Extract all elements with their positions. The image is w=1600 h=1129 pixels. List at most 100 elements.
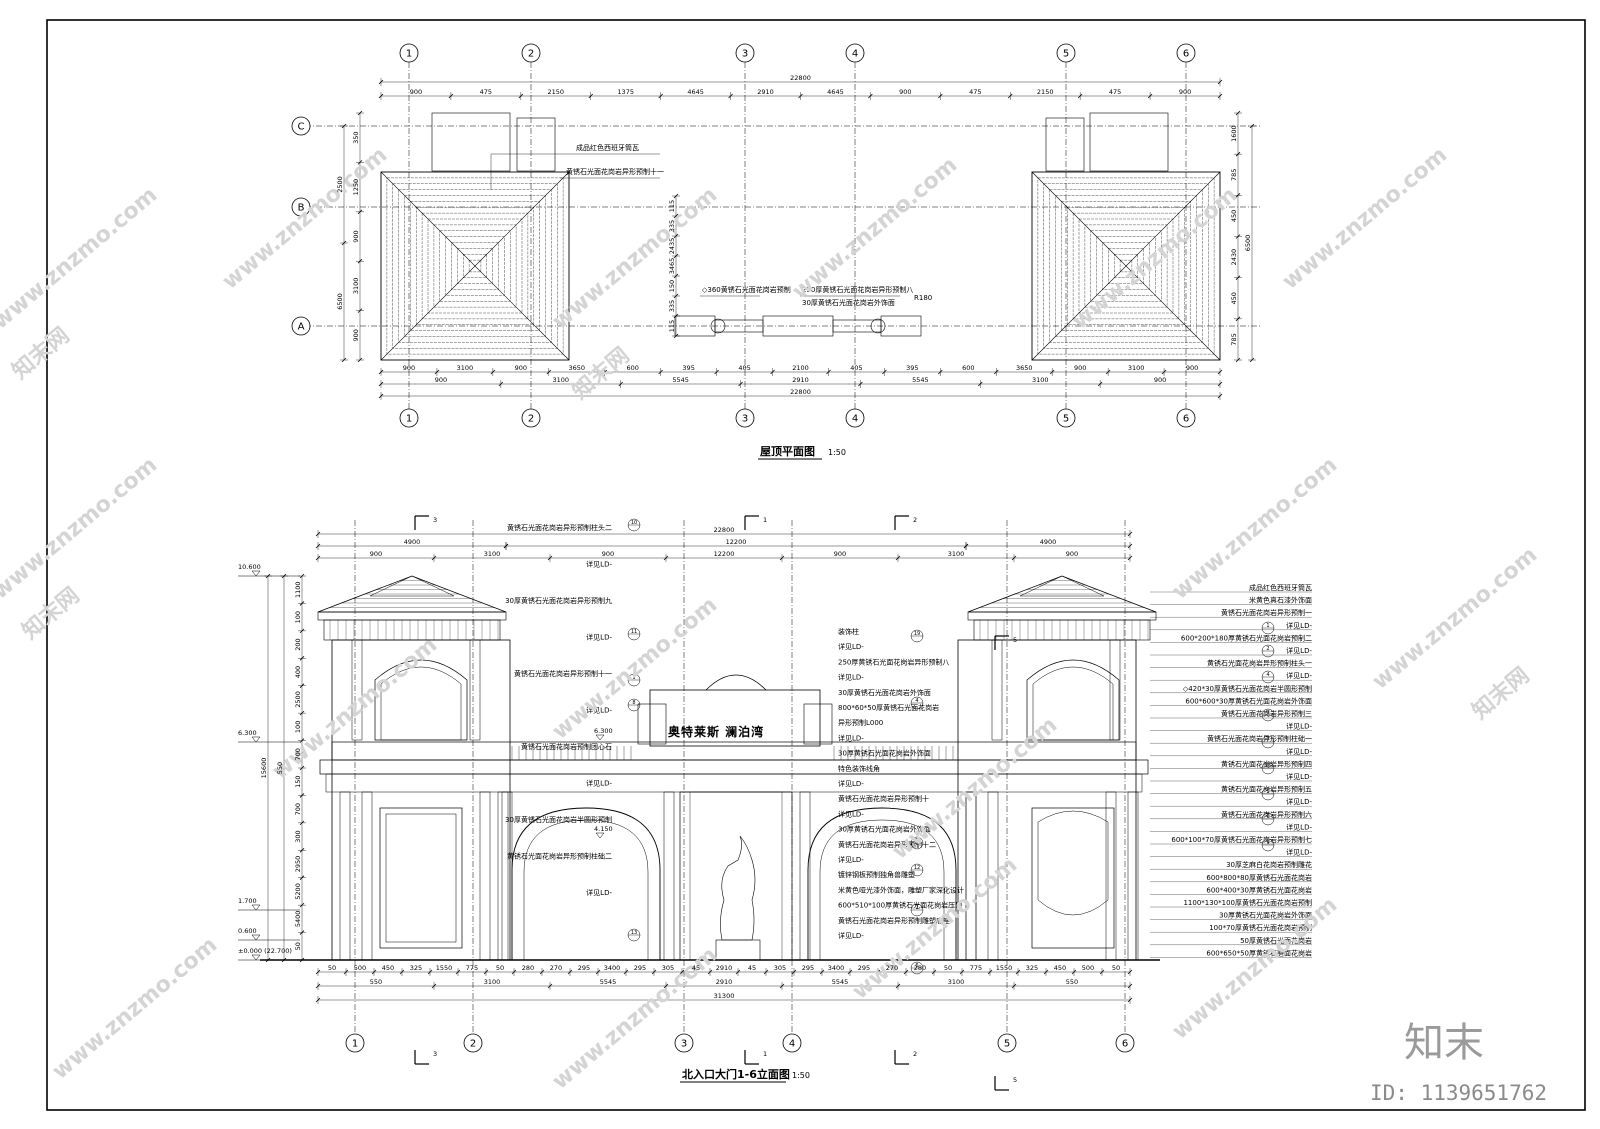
elevation-note: 详见LD- (838, 733, 864, 742)
elevation-note: 600*510*100厚黄锈石光面花岗岩压顶 (838, 901, 962, 910)
dim-text: 325 (1026, 964, 1038, 972)
elevation-note: 详见LD- (838, 931, 864, 940)
grid-axis-label: 6 (1122, 1039, 1128, 1050)
dim-text: 1250 (352, 179, 360, 196)
watermark-text: www.znzmo.com (548, 593, 722, 745)
dim-text: 785 (1230, 169, 1238, 181)
section-mark: 5 (1013, 636, 1017, 644)
section-mark: 5 (1013, 1076, 1017, 1084)
dim-text: 50 (1112, 964, 1120, 972)
elevation-note: 黄锈石光面花岗岩异形预制三 (1221, 709, 1312, 718)
grid-axis-label: 4 (852, 49, 858, 60)
elevation-note: 黄锈石光面花岗岩异形预制柱础一 (1207, 734, 1312, 743)
dim-text: 5200 (294, 883, 302, 900)
roof-plan-grid-bottom-3: 3 (735, 408, 755, 428)
dim-text: 2435 (668, 238, 676, 255)
dim-text: 270 (550, 964, 562, 972)
dim-text: 50 (496, 964, 504, 972)
watermark-text: www.znzmo.com (548, 183, 722, 335)
level-mark: 0.600 (238, 927, 257, 935)
dim-text: 280 (522, 964, 534, 972)
elevation-note: 600*400*30厚黄锈石光面花岗岩 (1206, 885, 1312, 894)
watermark-text: www.znzmo.com (0, 183, 162, 335)
section-mark: 2 (913, 516, 917, 524)
dim-text: 45 (692, 964, 700, 972)
ref-tag: 1 (632, 675, 635, 681)
roof-plan-grid-bottom-4: 4 (845, 408, 865, 428)
elevation-note: 详见LD- (1286, 848, 1312, 857)
elevation-note: 黄锈石光面花岗岩异形预制雕塑底座 (838, 916, 950, 925)
grid-axis-label: 1 (406, 414, 412, 425)
watermark-text: www.znzmo.com (788, 153, 962, 305)
brand-logo: 知末 (1404, 1020, 1484, 1066)
dim-text: 115 (668, 200, 676, 212)
roof-plan-grid-bottom-6: 6 (1176, 408, 1196, 428)
roof-plan-note: ◇360黄锈石光面花岗岩预制 (702, 285, 791, 294)
elevation-note: 详见LD- (838, 855, 864, 864)
dim-text: 280 (914, 964, 926, 972)
elevation-note: 详见LD- (586, 888, 612, 897)
elevation-title: 北入口大门1-6立面图 (682, 1067, 790, 1081)
dim-text: 700 (294, 803, 302, 815)
dim-text: 1100 (294, 581, 302, 598)
elevation-note: 黄锈石光面花岗岩预制团心石 (521, 742, 612, 751)
ref-tag: 1 (1266, 623, 1269, 629)
dim-text: 1600 (1230, 125, 1238, 142)
roof-plan-note: 250厚黄锈石光面花岗岩异形预制八 (802, 285, 913, 294)
dim-text: 450 (1054, 964, 1066, 972)
elevation-note: 1100*130*100厚黄锈石光面花岗岩预制 (1183, 898, 1312, 907)
dim-text: 475 (969, 88, 981, 96)
elevation-note: 米黄色哑光漆外饰面，雕塑厂家深化设计 (838, 885, 964, 894)
grid-axis-label: B (298, 203, 305, 214)
ref-tag: 5 (1266, 789, 1269, 795)
elevation-note: 装饰柱 (838, 627, 859, 636)
dim-text: 2910 (757, 88, 774, 96)
dim-text: 900 (435, 376, 447, 384)
dim-text: 295 (858, 964, 870, 972)
elevation-note: 特色装饰线角 (838, 764, 880, 773)
elevation-note: 成品红色西班牙筒瓦 (1249, 583, 1312, 592)
dim-text: 450 (382, 964, 394, 972)
grid-axis-label: 2 (528, 49, 534, 60)
elevation-note: 详见LD- (838, 642, 864, 651)
elevation-note: 详见LD- (1286, 822, 1312, 831)
grid-axis-label: 2 (470, 1039, 476, 1050)
elevation-note: 黄锈石光面花岗岩异形预制柱头一 (1207, 659, 1312, 668)
dim-text: 900 (515, 364, 527, 372)
elevation-note: 黄锈石光面花岗岩异形预制柱头二 (507, 523, 612, 532)
level-mark: 6.300 (594, 727, 613, 735)
grid-axis-label: 4 (852, 414, 858, 425)
image-id-label: ID: 1139651762 (1370, 1081, 1547, 1105)
ref-tag: 13 (631, 930, 637, 936)
dim-text: 6500 (336, 293, 344, 310)
grid-axis-label: A (298, 322, 305, 333)
dim-text: 550 (370, 978, 382, 986)
dim-text: 785 (1230, 333, 1238, 345)
roof-plan-grid-top-3: 3 (735, 43, 755, 63)
elevation-grid-6: 6 (1115, 1033, 1135, 1053)
roof-plan-grid-top-6: 6 (1176, 43, 1196, 63)
elevation-note: 详见LD- (586, 560, 612, 569)
dim-text: 50 (328, 964, 336, 972)
dim-text: 900 (410, 88, 422, 96)
elevation-note: 米黄色真石漆外饰面 (1249, 596, 1312, 605)
elevation-note: 异形预制L000 (838, 718, 883, 727)
elevation-note: 30厚黄锈石光面花岗岩异形预制九 (505, 596, 612, 605)
elevation-note: 黄锈石光面花岗岩异形预制一 (1221, 608, 1312, 617)
roof-plan-scale: 1:50 (828, 448, 846, 457)
dim-text: 3100 (352, 278, 360, 295)
elevation-note: 黄锈石光面花岗岩异形预制五 (1221, 785, 1312, 794)
elevation-grid-4: 4 (782, 1033, 802, 1053)
ref-tag: 8 (632, 700, 635, 706)
section-mark: 3 (433, 516, 437, 524)
elevation-grid-5: 5 (997, 1033, 1017, 1053)
elevation-note: 黄锈石光面花岗岩异形预制十二 (838, 840, 936, 849)
ref-tag: 9 (1266, 840, 1269, 846)
dim-text: 3465 (668, 258, 676, 275)
elevation-note: 30厚芝麻白花岗岩预制雕花 (1226, 860, 1312, 869)
dim-text: 50 (944, 964, 952, 972)
dim-text: 2150 (548, 88, 565, 96)
dim-text: 305 (662, 964, 674, 972)
